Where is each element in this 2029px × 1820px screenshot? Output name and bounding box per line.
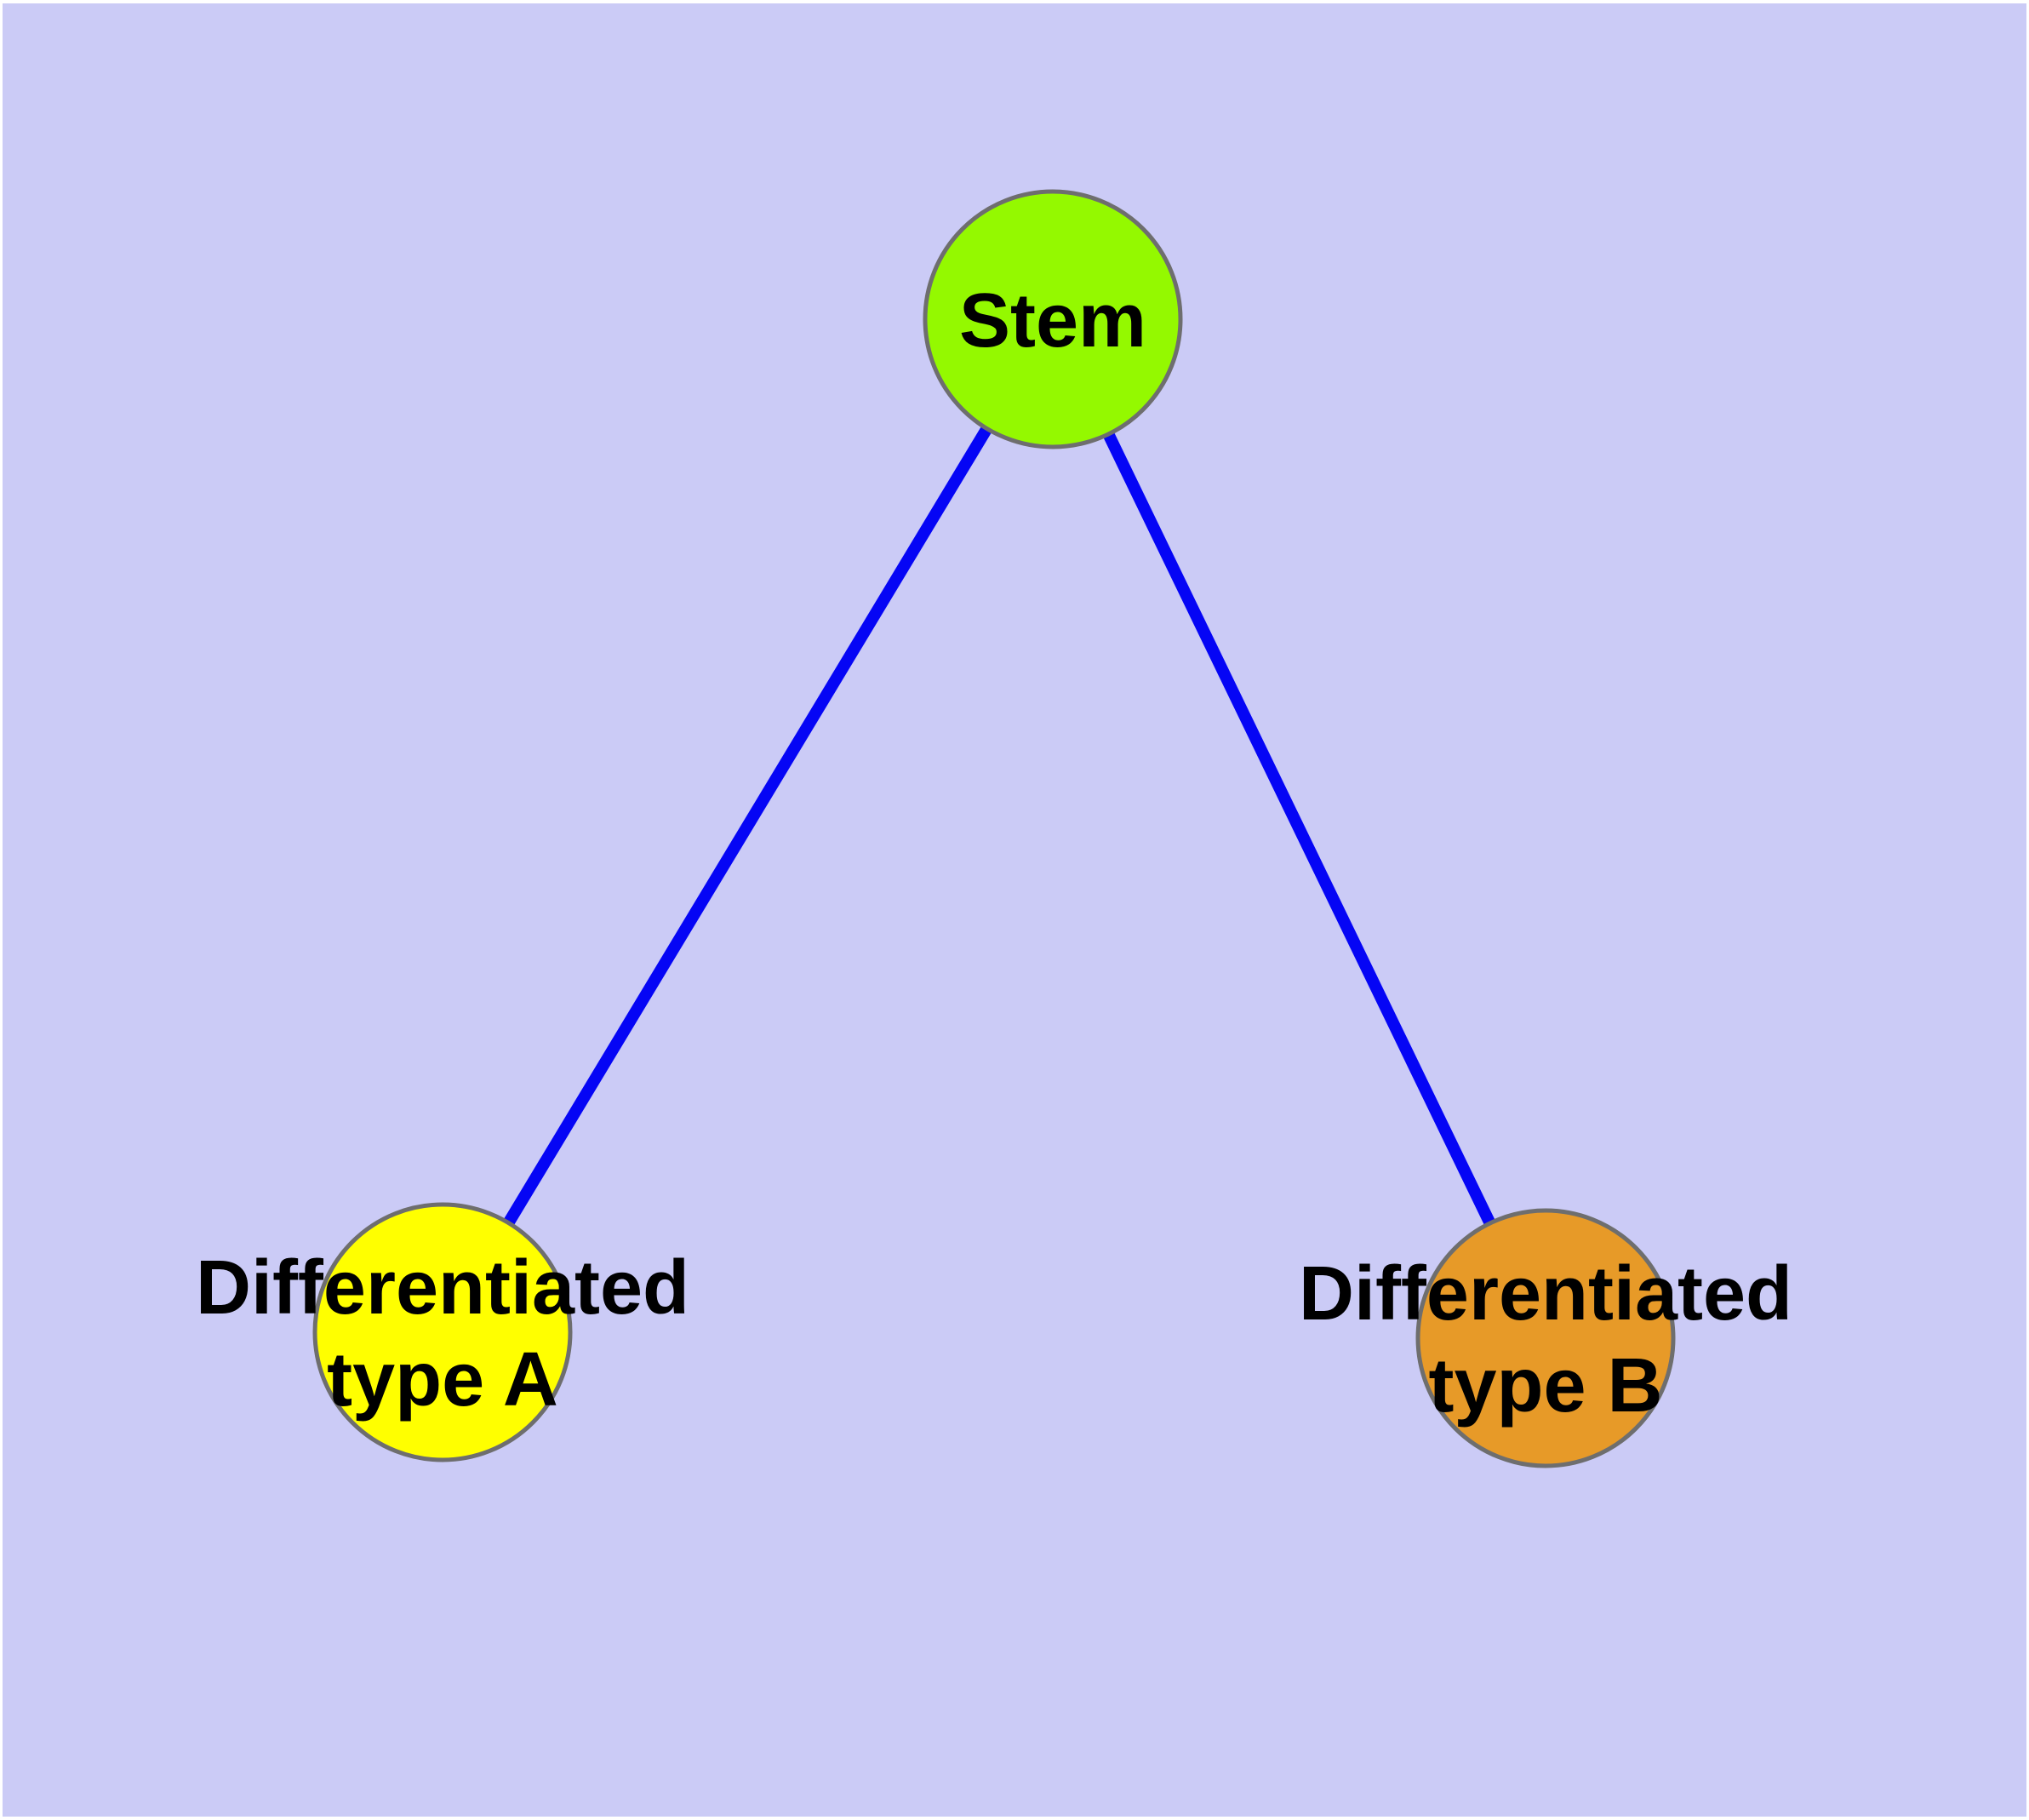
differentiated-type-a-label-line2: type A (327, 1337, 558, 1422)
differentiated-type-b-label-line2: type B (1428, 1343, 1662, 1428)
differentiated-type-b-label-line1: Differentiated (1299, 1251, 1792, 1336)
differentiated-type-b-node (1415, 1208, 1676, 1468)
edge-stem-to-type-a (437, 313, 1059, 1338)
edge-stem-to-type-b (1047, 313, 1552, 1344)
differentiated-type-a-node (312, 1202, 573, 1462)
stem-node-label: Stem (959, 278, 1146, 363)
differentiated-type-a-label-line1: Differentiated (196, 1245, 689, 1331)
stem-node (923, 189, 1183, 449)
